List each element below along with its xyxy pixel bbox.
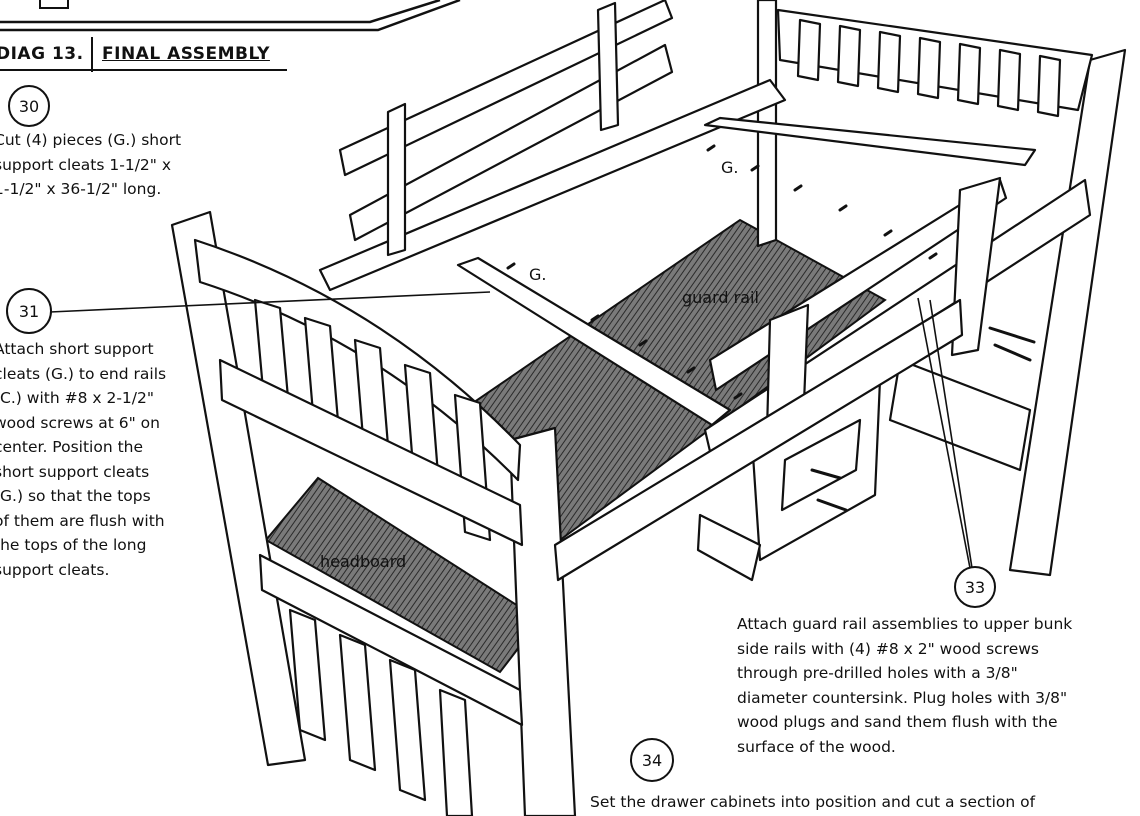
guard-rail-post-2 bbox=[596, 1, 620, 132]
cleat-label-upper: G. bbox=[721, 158, 739, 177]
step-33-line: surface of the wood. bbox=[737, 737, 896, 756]
support-cleat-upper bbox=[703, 116, 1037, 167]
step-30-line: 1-1/2" x 36-1/2" long. bbox=[0, 180, 162, 198]
lower-long-rail bbox=[553, 298, 964, 582]
guard-rail-board-1 bbox=[338, 0, 674, 177]
step-33-badge: 33 bbox=[954, 566, 996, 608]
step-31-line: of them are flush with bbox=[0, 511, 165, 530]
front-post-left bbox=[170, 210, 307, 767]
step-31-number: 31 bbox=[18, 301, 40, 321]
step-34-number: 34 bbox=[641, 750, 663, 770]
step-33-number: 33 bbox=[964, 577, 986, 597]
step-31-line: short support cleats bbox=[0, 462, 150, 481]
step-31-line: wood screws at 6" on bbox=[0, 413, 160, 432]
guard-rail-label: guard rail bbox=[682, 288, 759, 307]
step-31-text: Attach short support cleats (G.) to end … bbox=[0, 337, 166, 582]
guard-rail-post-1 bbox=[386, 102, 407, 257]
step-30-number: 30 bbox=[18, 96, 40, 116]
lower-cabinet-leg bbox=[696, 513, 762, 582]
step-31-line: center. Position the bbox=[0, 438, 144, 456]
title-block-border bbox=[0, 0, 461, 72]
headboard-label: headboard bbox=[320, 552, 407, 571]
step-33-text: Attach guard rail assemblies to upper bu… bbox=[737, 612, 1072, 759]
step-33-line: Attach guard rail assemblies to upper bu… bbox=[737, 615, 1073, 633]
step-30-line: support cleats 1-1/2" x bbox=[0, 155, 172, 174]
step-31-line: support cleats. bbox=[0, 560, 110, 579]
back-post-right bbox=[1008, 48, 1127, 577]
lower-end-rail bbox=[258, 553, 524, 727]
support-cleat-lower bbox=[456, 256, 732, 427]
step-31-line: (C.) with #8 x 2-1/2" bbox=[0, 389, 154, 407]
step-30-text: Cut (4) pieces (G.) short support cleats… bbox=[0, 128, 181, 202]
back-slats bbox=[796, 18, 1062, 118]
upper-side-rail-back bbox=[318, 78, 787, 292]
step-31-line: cleats (G.) to end rails bbox=[0, 364, 167, 383]
step-31-badge: 31 bbox=[6, 288, 52, 334]
guard-post-back bbox=[950, 176, 1002, 357]
step-33-line: diameter countersink. Plug holes with 3/… bbox=[737, 688, 1068, 707]
lower-slats bbox=[288, 608, 474, 816]
drawer-front bbox=[780, 418, 862, 512]
front-end-rail bbox=[218, 358, 524, 547]
step-31-line: (G.) so that the tops bbox=[0, 487, 151, 505]
back-lower-slats bbox=[888, 358, 1032, 472]
step-34-line: Set the drawer cabinets into position an… bbox=[590, 793, 1036, 811]
step-30-badge: 30 bbox=[8, 85, 50, 127]
guard-rail-board-2 bbox=[348, 43, 674, 242]
leader-lines bbox=[49, 291, 973, 569]
step-33-line: wood plugs and sand them flush with the bbox=[737, 713, 1058, 731]
step-34-text: Set the drawer cabinets into position an… bbox=[590, 790, 1035, 815]
screw-markers bbox=[506, 144, 1036, 512]
diagram-title: FINAL ASSEMBLY bbox=[102, 44, 270, 64]
front-headboard bbox=[193, 238, 522, 482]
cleat-label-lower: G. bbox=[529, 265, 547, 284]
step-34-badge: 34 bbox=[630, 738, 674, 782]
step-33-line: side rails with (4) #8 x 2" wood screws bbox=[737, 639, 1039, 658]
step-30-line: Cut (4) pieces (G.) short bbox=[0, 131, 182, 149]
diagram-number: DIAG 13. bbox=[0, 44, 84, 64]
step-31-line: Attach short support bbox=[0, 340, 154, 358]
step-33-line: through pre-drilled holes with a 3/8" bbox=[737, 664, 1018, 682]
step-31-line: the tops of the long bbox=[0, 536, 147, 554]
